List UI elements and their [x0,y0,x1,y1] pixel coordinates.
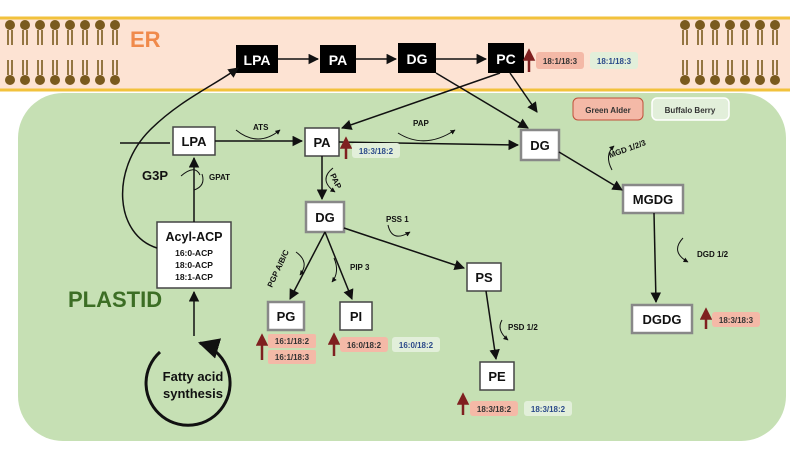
pa-green-alder-tag: 18:3/18:2 [352,143,400,158]
pg-green-alder-tag-2: 16:1/18:3 [268,350,316,364]
svg-text:LPA: LPA [181,134,207,149]
svg-text:18:1/18:3: 18:1/18:3 [597,57,632,66]
pe-green-alder-tag: 18:3/18:2 [470,401,518,416]
svg-text:synthesis: synthesis [163,386,223,401]
svg-text:MGDG: MGDG [633,192,673,207]
node-pg: PG [266,300,306,332]
pc-green-alder-tag: 18:1/18:3 [536,52,584,69]
svg-text:18:0-ACP: 18:0-ACP [175,260,213,270]
node-pe: PE [479,361,515,391]
svg-text:Buffalo Berry: Buffalo Berry [665,106,716,115]
er-node-pc: PC [488,43,524,73]
node-ps: PS [466,262,502,292]
node-lpa: LPA [172,126,216,156]
svg-text:18:1/18:3: 18:1/18:3 [543,57,578,66]
svg-text:PE: PE [488,369,506,384]
svg-text:PS: PS [475,270,493,285]
svg-text:16:0-ACP: 16:0-ACP [175,248,213,258]
er-node-dg: DG [398,43,436,73]
dgd-enzyme: DGD 1/2 [697,250,729,259]
ats-enzyme: ATS [253,123,269,132]
node-pa: PA [304,127,340,157]
svg-text:PI: PI [350,309,362,324]
pc-buffalo-berry-tag: 18:1/18:3 [590,52,638,69]
legend-buffalo-berry: Buffalo Berry [651,97,730,121]
node-dgdg: DGDG [630,303,694,335]
svg-text:18:3/18:2: 18:3/18:2 [477,405,512,414]
svg-text:Fatty acid: Fatty acid [163,369,224,384]
svg-text:DG: DG [315,210,335,225]
fatty-acid-synthesis-cycle: Fatty acid synthesis [144,338,232,427]
node-acyl-acp: Acyl-ACP 16:0-ACP 18:0-ACP 18:1-ACP [156,221,232,289]
svg-text:DG: DG [530,138,550,153]
er-node-lpa: LPA [236,45,278,73]
svg-text:16:0/18:2: 16:0/18:2 [399,341,434,350]
legend-green-alder: Green Alder [572,97,644,121]
er-node-pa: PA [320,45,356,73]
svg-text:DGDG: DGDG [643,312,682,327]
pi-buffalo-berry-tag: 16:0/18:2 [392,337,440,352]
node-dg-mid: DG [304,200,346,234]
svg-text:LPA: LPA [244,52,271,68]
er-label: ER [130,27,161,52]
svg-text:PA: PA [313,135,331,150]
pap-enzyme-top: PAP [413,119,430,128]
pip3-enzyme: PIP 3 [350,263,370,272]
svg-text:16:1/18:2: 16:1/18:2 [275,337,310,346]
node-mgdg: MGDG [621,183,685,215]
svg-text:DG: DG [407,51,428,67]
svg-text:18:3/18:3: 18:3/18:3 [719,316,754,325]
g3p-label: G3P [142,168,168,183]
svg-text:18:3/18:2: 18:3/18:2 [359,147,394,156]
plastid-compartment [18,93,786,441]
svg-text:PC: PC [496,51,515,67]
svg-text:Acyl-ACP: Acyl-ACP [166,230,223,244]
psd-enzyme: PSD 1/2 [508,323,538,332]
node-dg-right: DG [519,128,561,162]
gpat-enzyme: GPAT [209,173,230,182]
pss1-enzyme: PSS 1 [386,215,409,224]
svg-text:16:0/18:2: 16:0/18:2 [347,341,382,350]
svg-text:PA: PA [329,52,347,68]
svg-text:18:3/18:2: 18:3/18:2 [531,405,566,414]
svg-text:16:1/18:3: 16:1/18:3 [275,353,310,362]
plastid-label: PLASTID [68,287,162,312]
node-pi: PI [339,301,373,331]
dgdg-green-alder-tag: 18:3/18:3 [712,312,760,327]
svg-text:18:1-ACP: 18:1-ACP [175,272,213,282]
svg-text:Green Alder: Green Alder [585,106,631,115]
pe-buffalo-berry-tag: 18:3/18:2 [524,401,572,416]
svg-text:PG: PG [277,309,296,324]
pg-green-alder-tag-1: 16:1/18:2 [268,334,316,348]
pi-green-alder-tag: 16:0/18:2 [340,337,388,352]
